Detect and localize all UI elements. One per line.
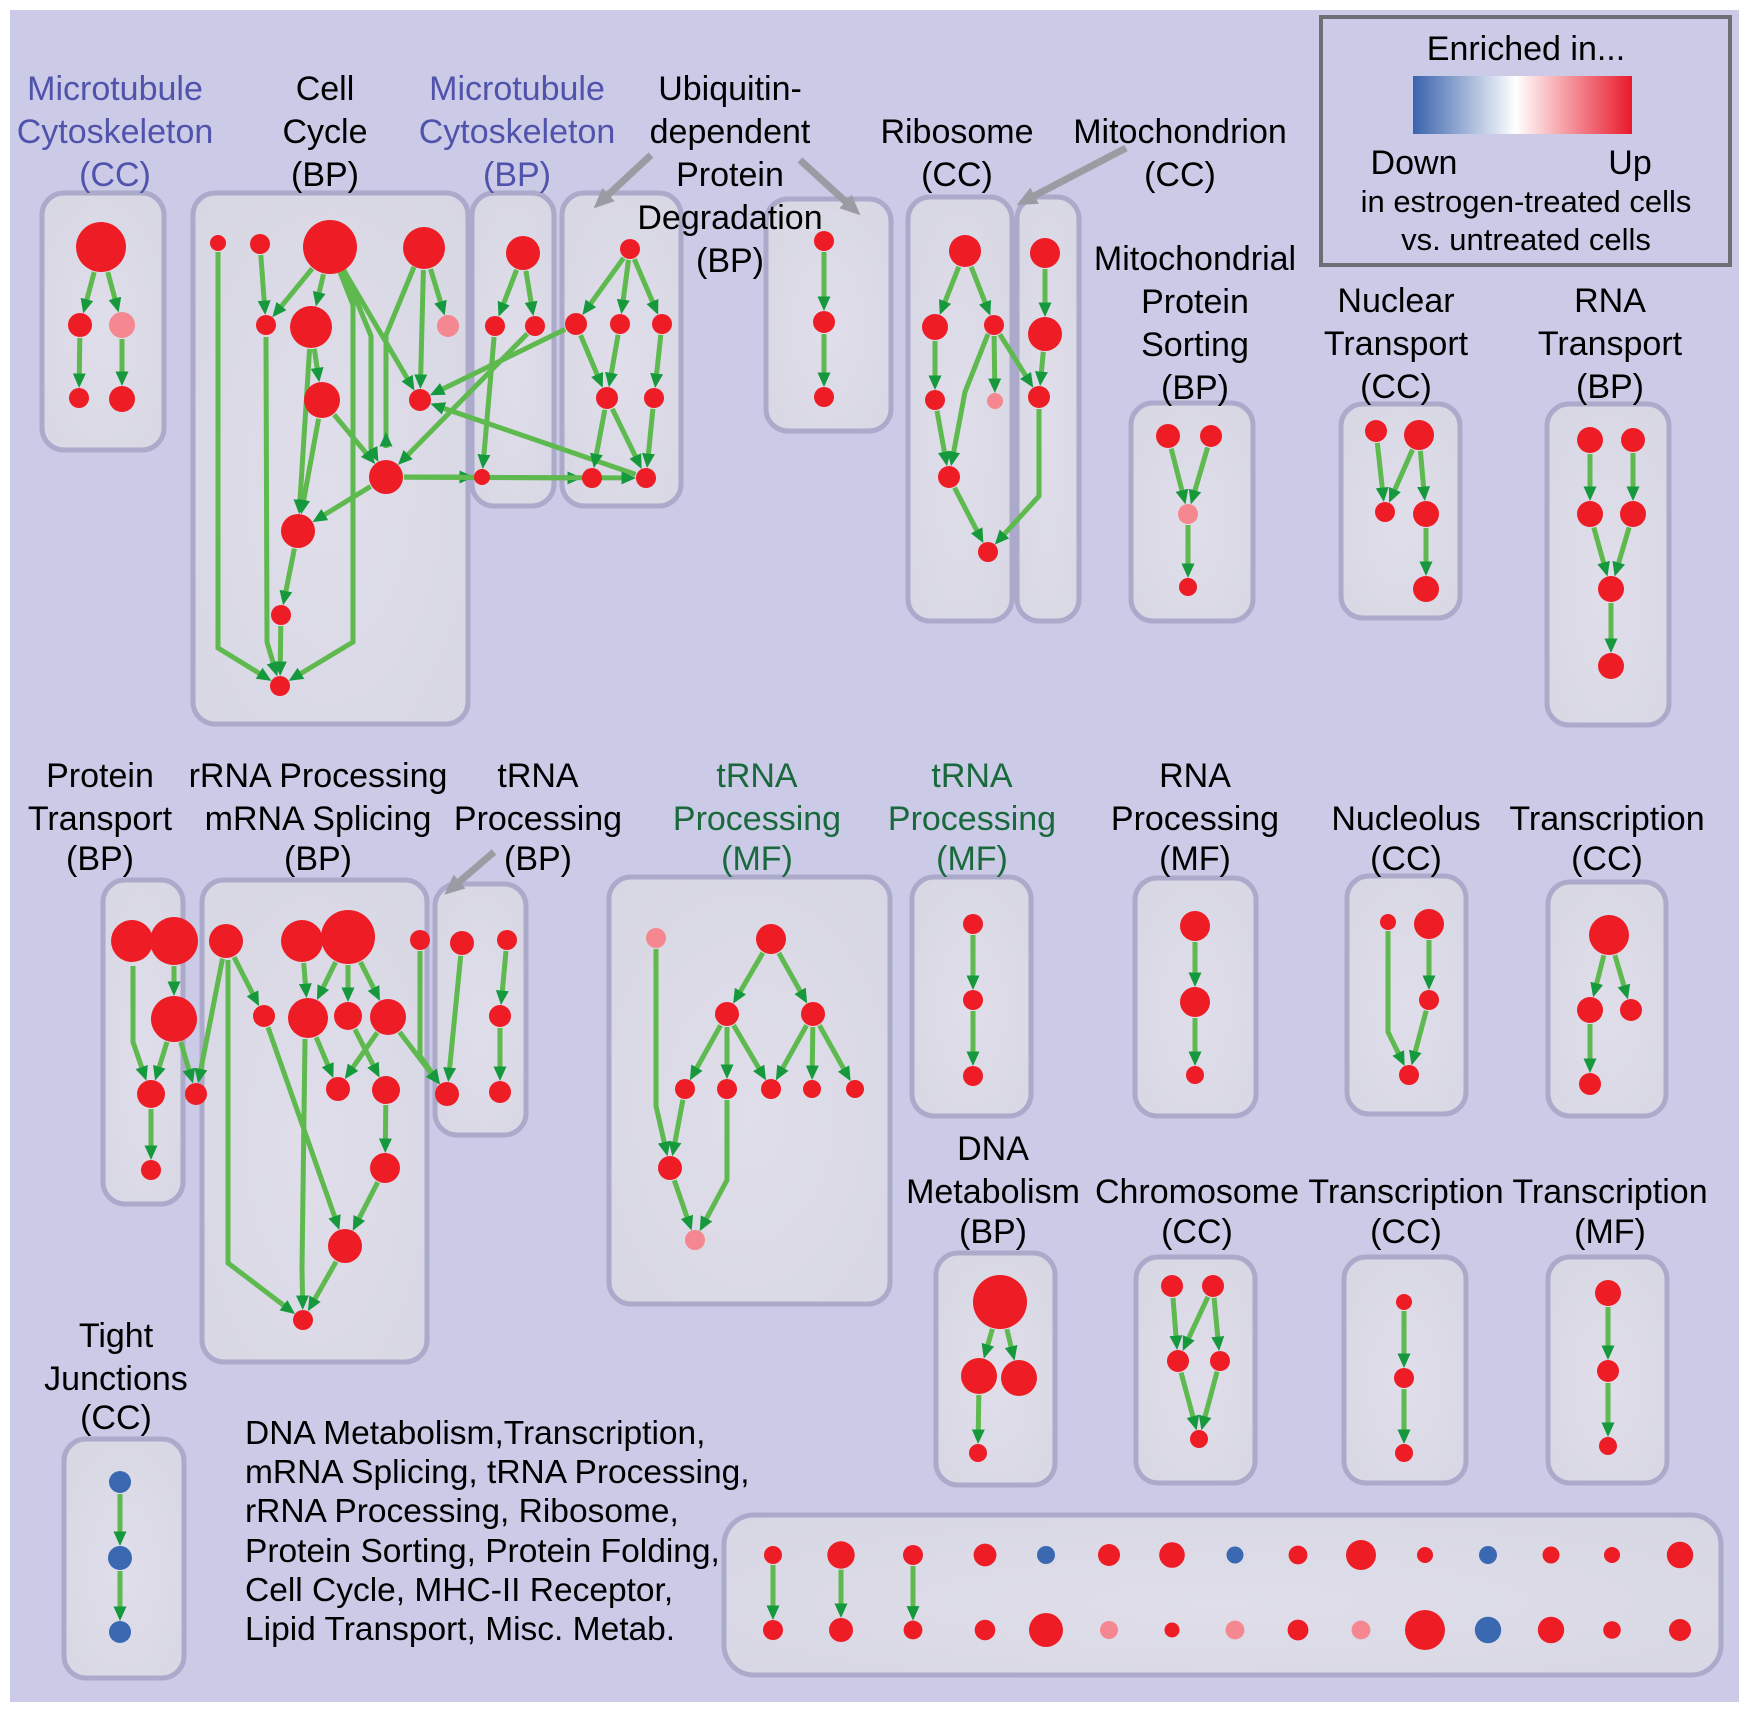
svg-text:Transcription: Transcription [1308, 1173, 1503, 1211]
svg-text:Cycle: Cycle [282, 113, 367, 151]
svg-text:in estrogen-treated cells: in estrogen-treated cells [1361, 184, 1692, 219]
svg-text:Lipid Transport, Misc. Metab.: Lipid Transport, Misc. Metab. [245, 1611, 675, 1648]
svg-text:RNA: RNA [1574, 282, 1646, 320]
svg-text:(CC): (CC) [1360, 368, 1432, 406]
svg-text:Microtubule: Microtubule [429, 70, 605, 108]
svg-text:Ribosome: Ribosome [880, 113, 1033, 151]
svg-text:(BP): (BP) [66, 840, 134, 878]
svg-text:Down: Down [1371, 144, 1458, 182]
svg-text:Sorting: Sorting [1141, 326, 1249, 364]
svg-text:Microtubule: Microtubule [27, 70, 203, 108]
svg-text:Transcription: Transcription [1512, 1173, 1707, 1211]
svg-text:Tight: Tight [79, 1317, 154, 1355]
svg-text:Chromosome: Chromosome [1095, 1173, 1299, 1211]
svg-text:(BP): (BP) [504, 840, 572, 878]
svg-text:Mitochondrion: Mitochondrion [1073, 113, 1287, 151]
svg-text:Ubiquitin-: Ubiquitin- [658, 70, 802, 108]
svg-text:(BP): (BP) [1576, 368, 1644, 406]
svg-text:(BP): (BP) [696, 242, 764, 280]
svg-text:Processing: Processing [454, 800, 622, 838]
svg-text:(CC): (CC) [1370, 1213, 1442, 1251]
svg-text:(MF): (MF) [1574, 1213, 1646, 1251]
svg-text:(MF): (MF) [936, 840, 1008, 878]
svg-text:Cytoskeleton: Cytoskeleton [419, 113, 616, 151]
svg-text:rRNA Processing, Ribosome,: rRNA Processing, Ribosome, [245, 1493, 679, 1530]
svg-text:Protein: Protein [46, 757, 154, 795]
svg-text:Nucleolus: Nucleolus [1331, 800, 1480, 838]
svg-text:rRNA Processing: rRNA Processing [189, 757, 448, 795]
svg-text:Degradation: Degradation [637, 199, 822, 237]
svg-text:Cytoskeleton: Cytoskeleton [17, 113, 214, 151]
svg-text:RNA: RNA [1159, 757, 1231, 795]
svg-text:(CC): (CC) [1571, 840, 1643, 878]
svg-text:(BP): (BP) [483, 156, 551, 194]
svg-text:Processing: Processing [1111, 800, 1279, 838]
svg-text:(CC): (CC) [1161, 1213, 1233, 1251]
svg-text:(CC): (CC) [921, 156, 993, 194]
svg-text:dependent: dependent [650, 113, 811, 151]
svg-text:(BP): (BP) [291, 156, 359, 194]
svg-text:Enriched in...: Enriched in... [1427, 30, 1625, 68]
svg-text:DNA: DNA [957, 1130, 1029, 1168]
svg-text:Cell: Cell [296, 70, 355, 108]
svg-text:Mitochondrial: Mitochondrial [1094, 240, 1296, 278]
svg-text:(BP): (BP) [284, 840, 352, 878]
svg-text:(CC): (CC) [1370, 840, 1442, 878]
svg-text:Protein: Protein [676, 156, 784, 194]
svg-text:(BP): (BP) [1161, 369, 1229, 407]
svg-text:DNA Metabolism,Transcription,: DNA Metabolism,Transcription, [245, 1415, 705, 1452]
svg-text:Cell Cycle, MHC-II Receptor,: Cell Cycle, MHC-II Receptor, [245, 1572, 673, 1609]
svg-text:(MF): (MF) [721, 840, 793, 878]
svg-text:(CC): (CC) [1144, 156, 1216, 194]
svg-text:mRNA Splicing: mRNA Splicing [205, 800, 432, 838]
svg-text:Protein Sorting, Protein Foldi: Protein Sorting, Protein Folding, [245, 1533, 720, 1570]
svg-text:Processing: Processing [673, 800, 841, 838]
svg-text:tRNA: tRNA [931, 757, 1013, 795]
svg-text:Transport: Transport [1538, 325, 1683, 363]
svg-text:vs. untreated cells: vs. untreated cells [1401, 222, 1651, 257]
svg-text:(CC): (CC) [80, 1399, 152, 1437]
svg-text:(CC): (CC) [79, 156, 151, 194]
svg-text:Nuclear: Nuclear [1337, 282, 1454, 320]
svg-text:tRNA: tRNA [497, 757, 579, 795]
svg-text:(BP): (BP) [959, 1213, 1027, 1251]
svg-text:Processing: Processing [888, 800, 1056, 838]
svg-text:Metabolism: Metabolism [906, 1173, 1080, 1211]
svg-text:tRNA: tRNA [716, 757, 798, 795]
svg-text:(MF): (MF) [1159, 840, 1231, 878]
svg-text:Transcription: Transcription [1509, 800, 1704, 838]
svg-text:mRNA Splicing, tRNA Processing: mRNA Splicing, tRNA Processing, [245, 1454, 750, 1491]
svg-text:Up: Up [1608, 144, 1651, 182]
svg-text:Junctions: Junctions [44, 1360, 188, 1398]
svg-text:Transport: Transport [1324, 325, 1469, 363]
svg-text:Protein: Protein [1141, 283, 1249, 321]
svg-text:Transport: Transport [28, 800, 173, 838]
